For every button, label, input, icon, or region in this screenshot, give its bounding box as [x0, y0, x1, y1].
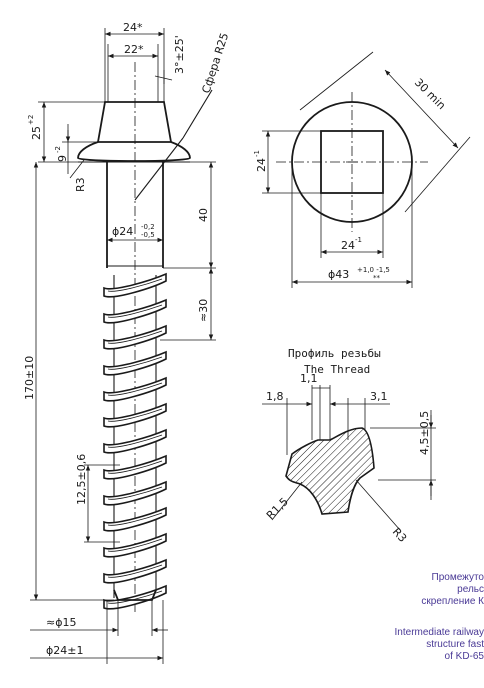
thread-crest — [103, 454, 167, 480]
thread-crest-line — [107, 356, 163, 370]
caption-russian: Промежуто рельс скрепление К — [421, 572, 484, 607]
thread-crest — [103, 480, 167, 506]
dim-outer-tol: +1,0 -1,5 — [357, 266, 390, 274]
thread-crest-line — [107, 382, 163, 396]
screw-top-view: 30 min 24 -1 24 -1 ϕ43 +1,0 -1,5 ** — [253, 51, 471, 288]
dim-profile-height: 4,5±0,5 — [418, 411, 431, 455]
dim-outer-diameter: ϕ43 — [328, 268, 349, 281]
dim-total-length: 170±10 — [23, 356, 36, 400]
thread-crest — [103, 376, 167, 402]
dim-square-horizontal: 24 — [341, 239, 355, 252]
thread-profile-title-ru: Профиль резьбы — [288, 347, 381, 360]
thread-profile-title-en: The Thread — [304, 363, 370, 376]
thread-crest — [103, 532, 167, 558]
screw-collar — [77, 141, 191, 162]
caption-english: Intermediate railway structure fast of K… — [394, 627, 484, 662]
thread-crest-line — [107, 564, 163, 578]
thread-crest — [103, 298, 167, 324]
thread-crest-line — [107, 304, 163, 318]
dim-profile-r1: R1,5 — [264, 495, 291, 522]
dim-square-vertical: 24 — [255, 158, 268, 172]
thread-crest — [103, 402, 167, 428]
thread-crest — [103, 324, 167, 350]
dim-head-inner-width: 22* — [124, 43, 144, 56]
dim-profile-r2: R3 — [390, 525, 409, 545]
dim-collar-height: 9 — [56, 155, 69, 162]
thread-crest-line — [107, 512, 163, 526]
dim-taper: 3°±25' — [173, 35, 186, 74]
thread-crest — [103, 428, 167, 454]
dim-shank-diameter: ϕ24 — [112, 225, 133, 238]
dim-sphere: Сфера R25 — [199, 31, 231, 95]
dim-collar-height-tol: -2 — [54, 146, 62, 153]
screw-head — [96, 101, 173, 143]
dim-profile-d3: 3,1 — [370, 390, 388, 403]
svg-text:25: 25 — [30, 126, 43, 140]
thread-crest-line — [107, 330, 163, 344]
thread-crest-line — [107, 460, 163, 474]
thread-crest-line — [107, 538, 163, 552]
dim-shank-tol-upper: -0,2 — [141, 223, 155, 231]
screw-tip — [113, 589, 157, 601]
thread-crest-line — [107, 434, 163, 448]
dim-profile-d1: 1,8 — [266, 390, 284, 403]
dim-fillet: R3 — [74, 177, 87, 192]
dim-runout: ≈30 — [197, 299, 210, 322]
thread-profile-section — [285, 427, 375, 515]
thread-crest — [103, 272, 167, 298]
thread-profile-detail: Профиль резьбы The Thread 1,8 1,1 3,1 4,… — [262, 347, 436, 545]
dim-head-height-tol: +2 — [27, 115, 35, 125]
screw-thread — [103, 272, 167, 610]
thread-crest — [103, 350, 167, 376]
dim-thread-pitch: 12,5±0,6 — [75, 454, 88, 505]
dim-core-diameter: ≈ϕ15 — [46, 616, 76, 629]
dim-smooth-length: 40 — [197, 208, 210, 222]
thread-crest — [103, 558, 167, 584]
thread-crest-line — [107, 408, 163, 422]
thread-crest — [103, 506, 167, 532]
dim-square-horizontal-tol: -1 — [355, 236, 362, 244]
dim-square-vertical-tol: -1 — [253, 150, 261, 157]
thread-crest-line — [107, 278, 163, 292]
dim-thread-diameter: ϕ24±1 — [46, 644, 83, 657]
thread-crest-line — [107, 486, 163, 500]
dim-shank-tol-lower: -0,5 — [141, 231, 155, 239]
screw-side-view — [77, 62, 213, 612]
dim-head-top-width: 24* — [123, 21, 143, 34]
dim-profile-d2: 1,1 — [300, 372, 318, 385]
dim-head-height: 25 — [30, 126, 43, 140]
dim-across-corners: 30 min — [412, 76, 448, 112]
dim-outer-mark: ** — [373, 274, 381, 282]
